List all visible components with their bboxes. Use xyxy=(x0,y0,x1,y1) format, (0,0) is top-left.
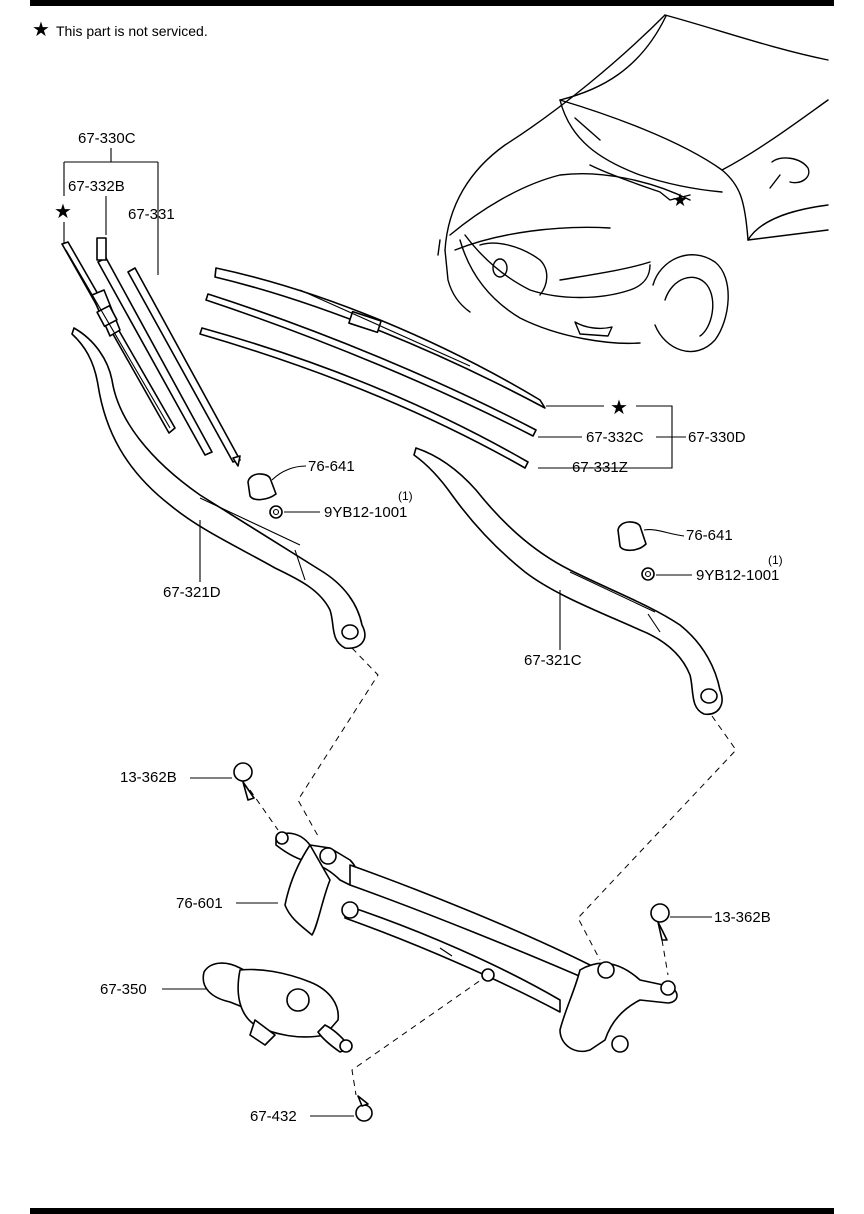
not-serviced-star-icon: ★ xyxy=(32,19,50,41)
label-67-432: 67-432 xyxy=(250,1108,297,1125)
right-wiper-insert-67-332c xyxy=(205,293,537,437)
label-13-362b-left: 13-362B xyxy=(120,769,177,786)
label-76-601: 76-601 xyxy=(176,895,223,912)
star-icon-right: ★ xyxy=(610,397,628,419)
right-arm-cap-76-641 xyxy=(617,521,647,552)
left-wiper-arm-67-321d xyxy=(71,327,366,650)
right-wiper-blade-67-330d xyxy=(214,267,546,409)
car-star-icon: ★ xyxy=(672,190,688,210)
right-wiper-arm-67-321c xyxy=(413,447,723,715)
bolt-13-362b-left xyxy=(233,762,255,801)
label-67-321d: 67-321D xyxy=(163,584,221,601)
right-wiper-refill-67-331z xyxy=(199,327,529,469)
label-67-330d: 67-330D xyxy=(688,429,746,446)
top-border-rule xyxy=(30,0,834,6)
wiper-linkage-76-601 xyxy=(275,831,678,1053)
left-arm-cap-76-641 xyxy=(247,473,277,501)
label-67-332c: 67-332C xyxy=(586,429,644,446)
star-icon: ★ xyxy=(54,201,72,223)
label-67-331: 67-331 xyxy=(128,206,175,223)
left-wiper-insert-67-332b xyxy=(96,237,213,456)
wiper-motor-67-350 xyxy=(202,962,353,1053)
label-67-350: 67-350 xyxy=(100,981,147,998)
label-76-641-left: 76-641 xyxy=(308,458,355,475)
label-67-321c: 67-321C xyxy=(524,652,582,669)
label-9yb12-1001-left: 9YB12-1001 xyxy=(324,504,407,521)
car-front-illustration: ★ xyxy=(437,14,829,353)
label-13-362b-right: 13-362B xyxy=(714,909,771,926)
left-wiper-refill-67-331 xyxy=(127,267,241,467)
qty-9yb12-right: (1) xyxy=(768,553,783,567)
label-76-641-right: 76-641 xyxy=(686,527,733,544)
bolt-67-432 xyxy=(355,1095,373,1122)
bolt-13-362b-right xyxy=(650,903,670,941)
bottom-border-rule xyxy=(30,1208,834,1214)
label-67-332b: 67-332B xyxy=(68,178,125,195)
left-nut-9yb12-1001 xyxy=(269,505,283,519)
note-text: This part is not serviced. xyxy=(56,23,208,39)
label-67-331z: 67-331Z xyxy=(572,459,628,476)
qty-9yb12-left: (1) xyxy=(398,489,413,503)
right-nut-9yb12-1001 xyxy=(641,567,655,581)
label-9yb12-1001-right: 9YB12-1001 xyxy=(696,567,779,584)
label-67-330c: 67-330C xyxy=(78,130,136,147)
left-wiper-blade-67-330c xyxy=(61,241,176,434)
